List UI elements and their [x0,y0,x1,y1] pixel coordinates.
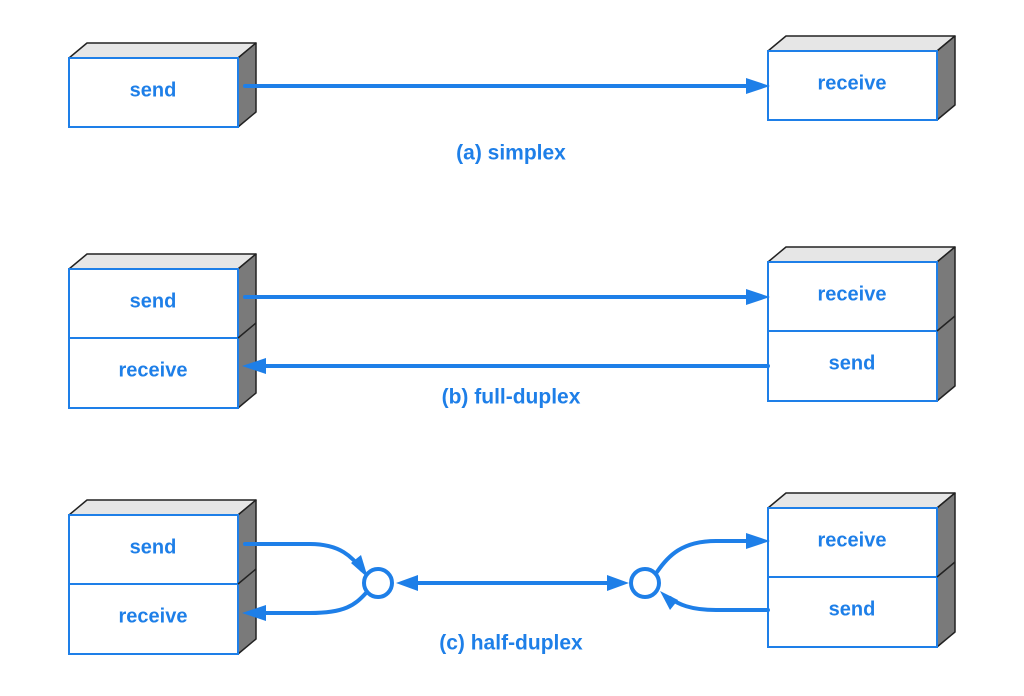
half-duplex-left-send-branch [243,542,368,578]
arrowhead-left [242,358,266,374]
half-duplex-shared-channel [396,575,629,591]
box-top-face [68,499,257,516]
box-side-divider [936,315,956,332]
half-duplex-right-send-branch [660,591,770,612]
simplex-section: send receive (a) simplex [68,35,956,165]
half-duplex-left-bottom-label: receive [119,605,188,627]
arrowhead-right [746,533,770,549]
simplex-right-box: receive [767,35,956,121]
box-top-face [68,42,257,59]
half-duplex-section: send receive receive send [68,492,956,655]
full-duplex-right-box: receive send [767,246,956,402]
arrowhead-right [607,575,629,591]
full-duplex-section: send receive receive send (b) full-duple… [68,246,956,409]
box-side-divider [936,561,956,578]
right-switch-node [629,567,661,599]
box-side-face [936,35,956,121]
branch-line [243,542,364,572]
full-duplex-left-box: send receive [68,253,257,409]
half-duplex-left-receive-branch [242,591,368,621]
full-duplex-caption: (b) full-duplex [442,386,581,409]
arrowhead-left [396,575,418,591]
simplex-left-label: send [130,79,177,101]
simplex-left-box: send [68,42,257,128]
simplex-arrow [243,78,770,94]
half-duplex-right-top-label: receive [818,529,887,551]
half-duplex-right-receive-branch [655,533,770,574]
arrowhead-right [746,78,770,94]
full-duplex-left-top-label: send [130,290,177,312]
full-duplex-forward-arrow [243,289,770,305]
half-duplex-caption: (c) half-duplex [439,632,583,655]
left-switch-node [362,567,394,599]
box-side-divider [237,568,257,585]
half-duplex-right-bottom-label: send [829,598,876,620]
simplex-caption: (a) simplex [456,142,566,165]
full-duplex-right-top-label: receive [818,283,887,305]
box-top-face [767,492,956,509]
branch-line [668,596,770,612]
box-top-face [767,35,956,52]
arrowhead-left [242,605,266,621]
half-duplex-right-box: receive send [767,492,956,648]
half-duplex-left-box: send receive [68,499,257,655]
full-duplex-left-bottom-label: receive [119,359,188,381]
box-front-face [68,57,239,128]
full-duplex-right-bottom-label: send [829,352,876,374]
arrowhead-into-switch [351,555,368,578]
branch-line [655,539,752,574]
full-duplex-return-arrow [242,358,770,374]
box-top-face [767,246,956,263]
branch-line [260,591,368,615]
box-side-divider [237,322,257,339]
simplex-right-label: receive [818,72,887,94]
arrowhead-right [746,289,770,305]
box-top-face [68,253,257,270]
arrowhead-into-switch [660,591,678,610]
half-duplex-left-top-label: send [130,536,177,558]
